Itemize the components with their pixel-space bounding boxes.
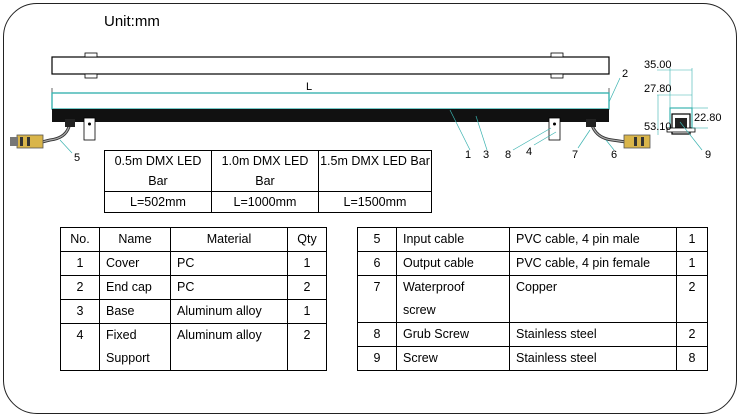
row-material: Stainless steel: [509, 322, 677, 347]
row-name: Output cable: [396, 251, 510, 276]
row-material: Stainless steel: [509, 346, 677, 371]
callout-2: 2: [622, 68, 628, 80]
dimension-35: 35.00: [644, 59, 672, 71]
length-value: L=1000mm: [211, 191, 319, 213]
row-name: Grub Screw: [396, 322, 510, 347]
length-table: 0.5m DMX LED Bar 1.0m DMX LED Bar 1.5m D…: [104, 150, 432, 213]
bottom-clip-left: [84, 73, 98, 79]
unit-label: Unit:mm: [104, 13, 160, 30]
callout-5: 5: [74, 152, 80, 164]
col-name: Name: [99, 227, 171, 252]
bar-top-view: [51, 56, 610, 75]
col-material: Material: [170, 227, 288, 252]
dimension-53-1: 53.10: [644, 121, 672, 133]
callout-6: 6: [611, 149, 617, 161]
length-header: 1.5m DMX LED Bar: [318, 150, 432, 192]
parts-table-left: No. Name Material Qty 1 Cover PC 1 2 End…: [60, 227, 327, 371]
col-no: No.: [60, 227, 100, 252]
row-no: 4: [60, 323, 100, 371]
row-qty: 2: [287, 275, 327, 300]
callout-9: 9: [705, 149, 711, 161]
table-row: 4 Fixed Support Aluminum alloy 2: [60, 323, 327, 371]
row-qty: 2: [676, 322, 708, 347]
row-no: 8: [357, 322, 397, 347]
row-no: 6: [357, 251, 397, 276]
table-row: 9 Screw Stainless steel 8: [357, 346, 708, 371]
row-no: 1: [60, 251, 100, 276]
length-header: 1.0m DMX LED Bar: [211, 150, 319, 192]
top-clip-right: [550, 52, 564, 58]
table-row: 8 Grub Screw Stainless steel 2: [357, 322, 708, 347]
callout-4: 4: [526, 146, 532, 158]
row-no: 9: [357, 346, 397, 371]
row-qty: 1: [676, 227, 708, 252]
rounded-frame: [3, 3, 737, 414]
dimension-27-8: 27.80: [644, 83, 672, 95]
table-row: 3 Base Aluminum alloy 1: [60, 299, 327, 324]
row-no: 2: [60, 275, 100, 300]
table-row: 5 Input cable PVC cable, 4 pin male 1: [357, 227, 708, 252]
row-material: PC: [170, 251, 288, 276]
parts-table-right: 5 Input cable PVC cable, 4 pin male 1 6 …: [357, 227, 708, 371]
table-header-row: No. Name Material Qty: [60, 227, 327, 252]
row-material: PVC cable, 4 pin female: [509, 251, 677, 276]
row-qty: 1: [676, 251, 708, 276]
row-no: 5: [357, 227, 397, 252]
row-no: 3: [60, 299, 100, 324]
row-qty: 1: [287, 251, 327, 276]
table-row: 7 Waterproof screw Copper 2: [357, 275, 708, 323]
row-qty: 1: [287, 299, 327, 324]
base-side-view: [52, 109, 609, 122]
row-no: 7: [357, 275, 397, 323]
row-material: PVC cable, 4 pin male: [509, 227, 677, 252]
row-qty: 2: [676, 275, 708, 323]
col-qty: Qty: [287, 227, 327, 252]
bottom-clip-right: [550, 73, 564, 79]
top-clip-left: [84, 52, 98, 58]
row-name: End cap: [99, 275, 171, 300]
length-header: 0.5m DMX LED Bar: [104, 150, 212, 192]
dimension-22-8: 22.80: [694, 112, 722, 124]
table-row: 1 Cover PC 1: [60, 251, 327, 276]
table-row: 2 End cap PC 2: [60, 275, 327, 300]
row-name: Base: [99, 299, 171, 324]
length-dimension-label: L: [306, 81, 312, 93]
row-material: PC: [170, 275, 288, 300]
row-name: Waterproof screw: [396, 275, 510, 323]
row-material: Aluminum alloy: [170, 299, 288, 324]
table-row: 6 Output cable PVC cable, 4 pin female 1: [357, 251, 708, 276]
row-qty: 8: [676, 346, 708, 371]
row-name: Cover: [99, 251, 171, 276]
cover-side-view: [51, 92, 610, 110]
row-name: Screw: [396, 346, 510, 371]
callout-7: 7: [572, 149, 578, 161]
callout-1: 1: [465, 149, 471, 161]
fixed-support-left: [83, 117, 96, 141]
row-material: Copper: [509, 275, 677, 323]
row-name: Input cable: [396, 227, 510, 252]
length-value: L=1500mm: [318, 191, 432, 213]
row-name: Fixed Support: [99, 323, 171, 371]
row-qty: 2: [287, 323, 327, 371]
row-material: Aluminum alloy: [170, 323, 288, 371]
callout-3: 3: [483, 149, 489, 161]
callout-8: 8: [505, 149, 511, 161]
fixed-support-right: [548, 117, 561, 141]
length-value: L=502mm: [104, 191, 212, 213]
